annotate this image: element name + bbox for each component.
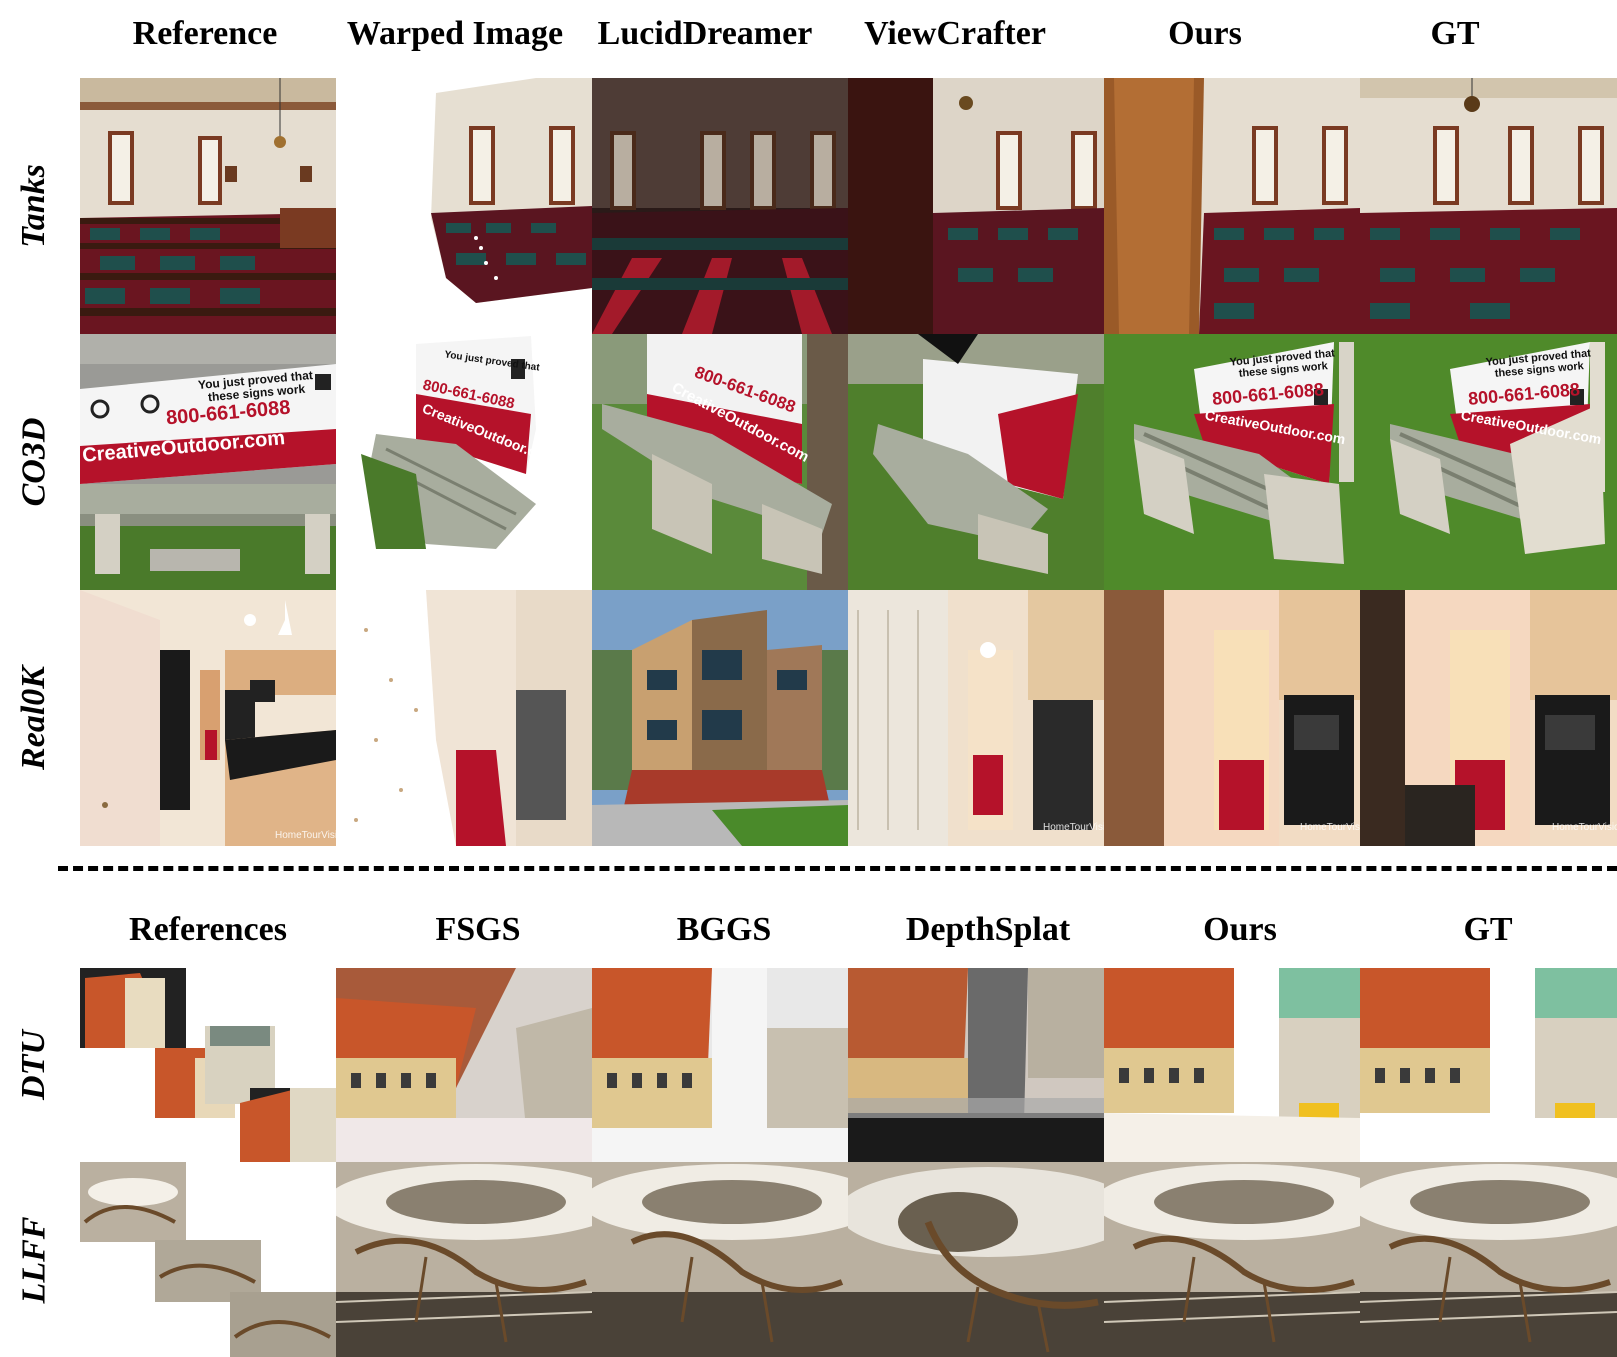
tanks-gt-image <box>1360 78 1617 334</box>
tanks-warped-image <box>336 78 592 334</box>
tanks-luciddreamer-image <box>592 78 848 334</box>
header-ours-top: Ours <box>1168 15 1242 52</box>
real0k-viewcrafter-image: HomeTourVision <box>848 590 1104 846</box>
llff-references <box>80 1162 336 1357</box>
real0k-gt-image: HomeTourVision <box>1360 590 1617 846</box>
row-label-dtu: DTU <box>15 1030 53 1100</box>
tanks-reference-image <box>80 78 336 334</box>
dtu-gt-image <box>1360 968 1617 1162</box>
real0k-warped-image <box>336 590 592 846</box>
dtu-depthsplat-image <box>848 968 1104 1162</box>
dtu-references <box>80 968 336 1162</box>
real0k-reference-image: HomeTourVision <box>80 590 336 846</box>
real0k-luciddreamer-image <box>592 590 848 846</box>
header-reference: Reference <box>132 15 278 52</box>
co3d-viewcrafter-image <box>848 334 1104 590</box>
co3d-warped-image: You just proved that 800-661-6088 Creati… <box>336 334 592 590</box>
dtu-ours-image <box>1104 968 1360 1162</box>
row-label-llff: LLFF <box>15 1216 52 1303</box>
header-ours-bottom: Ours <box>1203 911 1277 948</box>
real0k-gt-watermark: HomeTourVision <box>1552 822 1617 833</box>
header-warped-image: Warped Image <box>346 15 564 52</box>
real0k-ref-watermark: HomeTourVision <box>275 830 336 841</box>
real0k-ours-image: HomeTourVision <box>1104 590 1360 846</box>
header-gt-top: GT <box>1430 15 1480 52</box>
dtu-fsgs-image <box>336 968 592 1162</box>
header-luciddreamer: LucidDreamer <box>597 15 813 52</box>
section-divider <box>58 866 1617 871</box>
row-label-real0k: Real0K <box>15 666 52 770</box>
llff-ours-image <box>1104 1162 1360 1357</box>
real0k-ours-watermark: HomeTourVision <box>1300 822 1360 833</box>
tanks-ours-image <box>1104 78 1360 334</box>
llff-depthsplat-image <box>848 1162 1104 1357</box>
co3d-gt-image: You just proved that these signs work 80… <box>1360 334 1617 590</box>
header-viewcrafter: ViewCrafter <box>864 15 1046 52</box>
co3d-luciddreamer-image: 800-661-6088 CreativeOutdoor.com <box>592 334 848 590</box>
llff-fsgs-image <box>336 1162 592 1357</box>
header-depthsplat: DepthSplat <box>905 911 1071 948</box>
co3d-ours-image: You just proved that these signs work 80… <box>1104 334 1360 590</box>
header-gt-bottom: GT <box>1463 911 1513 948</box>
row-label-tanks: Tanks <box>15 164 53 248</box>
dtu-bggs-image <box>592 968 848 1162</box>
header-bggs: BGGS <box>676 911 772 948</box>
row-label-co3d: CO3D <box>15 417 53 507</box>
tanks-viewcrafter-image <box>848 78 1104 334</box>
llff-bggs-image <box>592 1162 848 1357</box>
llff-gt-image <box>1360 1162 1617 1357</box>
co3d-reference-image: You just proved that these signs work 80… <box>80 334 336 590</box>
header-fsgs: FSGS <box>435 911 521 948</box>
real0k-vc-watermark: HomeTourVision <box>1043 822 1104 833</box>
header-references: References <box>129 911 287 948</box>
